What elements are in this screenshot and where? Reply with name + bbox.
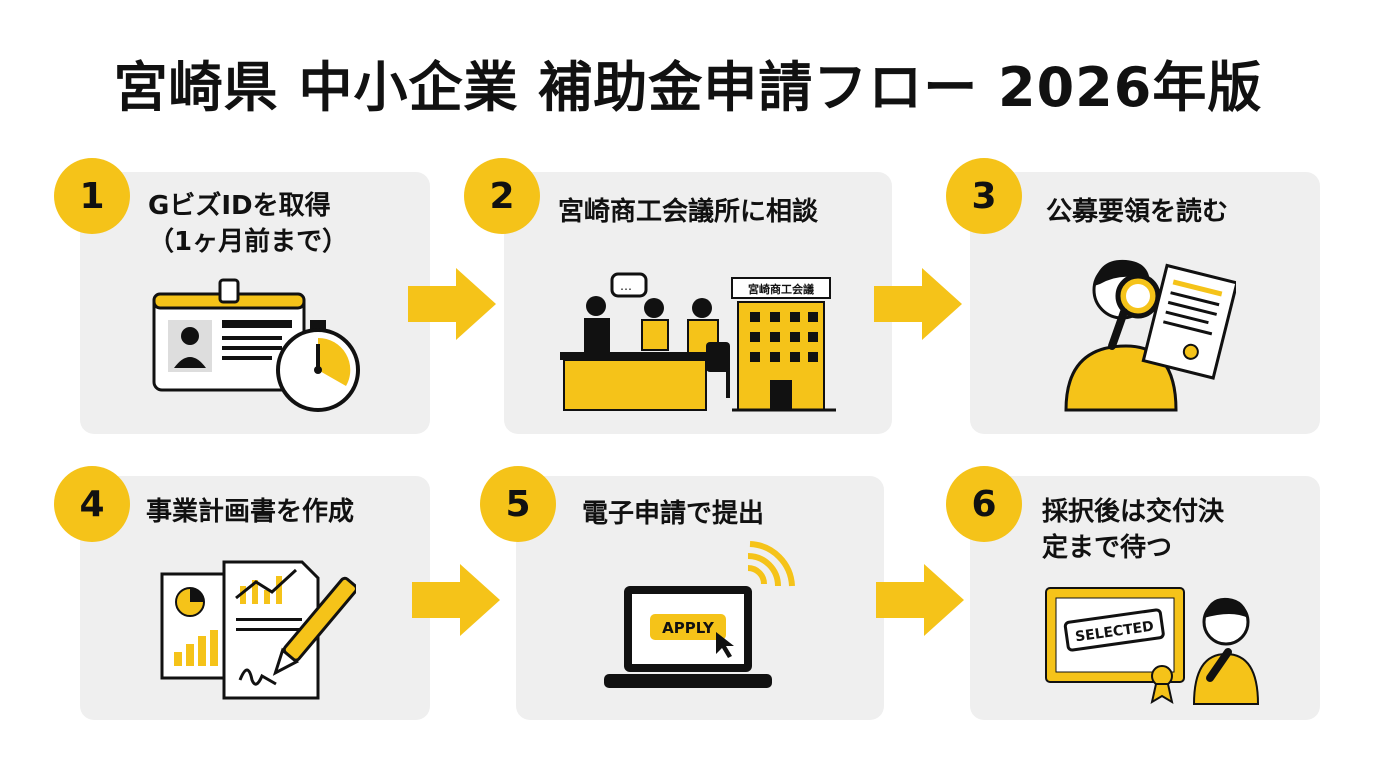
step-2-label: 宮崎商工会議所に相談 <box>558 197 819 227</box>
building-sign-text: 宮崎商工会議 <box>748 282 814 296</box>
meeting-building-icon: … 宮崎商工会議 <box>560 272 836 412</box>
laptop-apply-icon: APPLY <box>604 541 795 688</box>
step-5-label: 電子申請で提出 <box>582 499 765 529</box>
arrow-right-icon <box>412 564 500 636</box>
business-plan-pen-icon <box>160 560 356 700</box>
step-1-label: GビズIDを取得 （1ヶ月前まで） <box>148 191 349 257</box>
step-6-number-badge: 6 <box>946 466 1022 542</box>
svg-text:…: … <box>620 279 632 293</box>
magnifier-document-icon <box>1064 259 1236 412</box>
step-3-number-badge: 3 <box>946 158 1022 234</box>
page-title: 宮崎県 中小企業 補助金申請フロー 2026年版 <box>113 56 1263 119</box>
step-5-number-badge: 5 <box>480 466 556 542</box>
certificate-thinking-person-icon: SELECTED <box>1045 587 1260 705</box>
apply-button-text: APPLY <box>662 619 715 637</box>
step-2-number-badge: 2 <box>464 158 540 234</box>
step-1-number-badge: 1 <box>54 158 130 234</box>
step-6-label: 採択後は交付決 定まで待つ <box>1042 497 1225 563</box>
arrow-right-icon <box>876 564 964 636</box>
arrow-right-icon <box>874 268 962 340</box>
id-card-stopwatch-icon <box>152 278 360 412</box>
step-3-label: 公募要領を読む <box>1046 197 1229 227</box>
step-4-label: 事業計画書を作成 <box>146 497 355 527</box>
arrow-right-icon <box>408 268 496 340</box>
step-4-number-badge: 4 <box>54 466 130 542</box>
